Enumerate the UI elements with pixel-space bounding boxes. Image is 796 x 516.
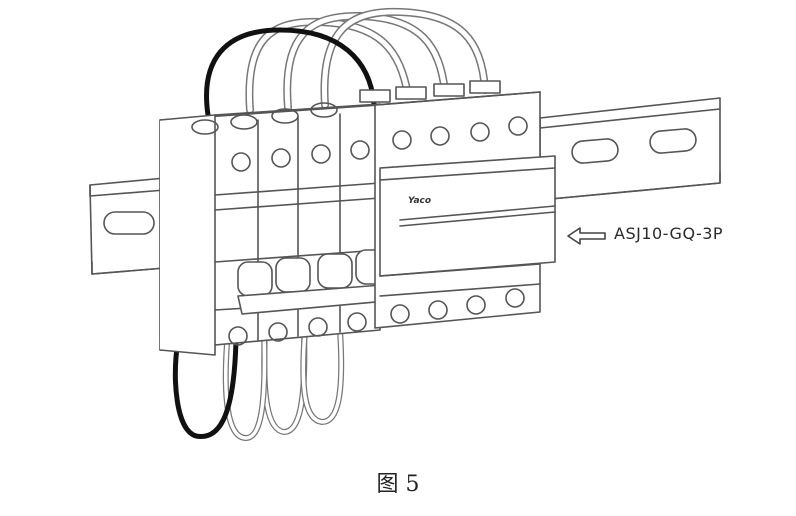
callout-arrow	[567, 227, 606, 245]
breaker-module	[159, 102, 399, 356]
black-wire-bottom	[172, 337, 239, 439]
top-wires	[245, 7, 489, 114]
din-rail	[89, 97, 721, 275]
figure-caption: 图 5	[376, 472, 420, 497]
black-wire-top	[204, 27, 377, 118]
bottom-wires	[222, 327, 345, 441]
model-label: ASJ10-GQ-3P	[614, 224, 724, 243]
meter-module	[359, 80, 556, 329]
brand-mark: Yaco	[408, 196, 431, 206]
